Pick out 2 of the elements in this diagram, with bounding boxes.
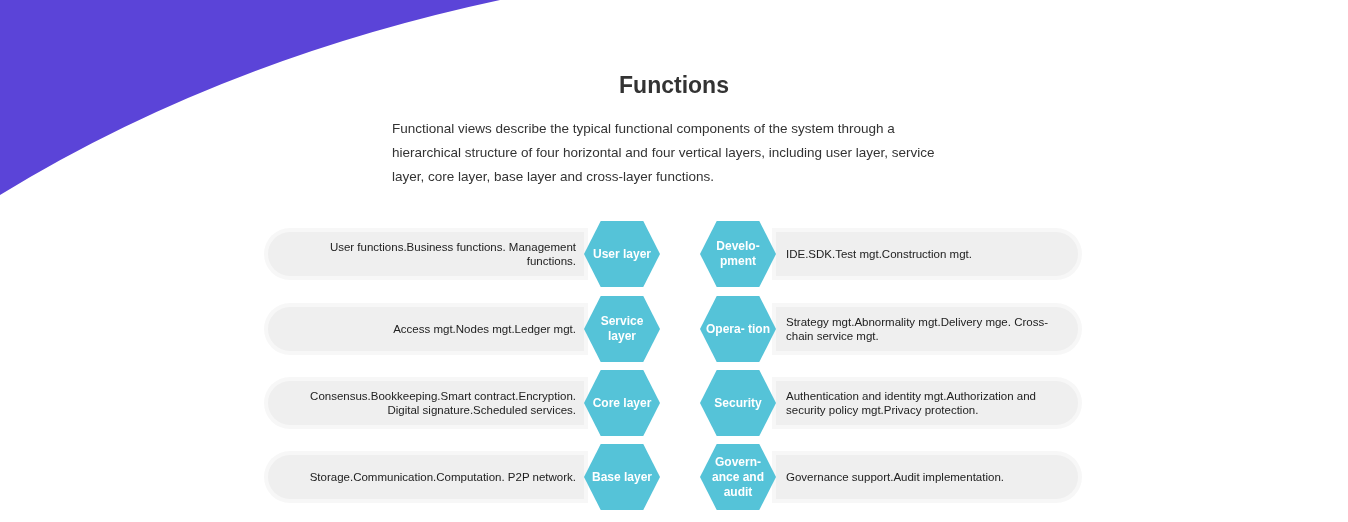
- heading: Functions: [618, 72, 730, 99]
- description-paragraph: Functional views describe the typical functional components of the system through a hierarchical structure of four horizontal and four vertical layers, including user layer, service layer, core layer, base layer and cross-layer functions.: [392, 120, 936, 186]
